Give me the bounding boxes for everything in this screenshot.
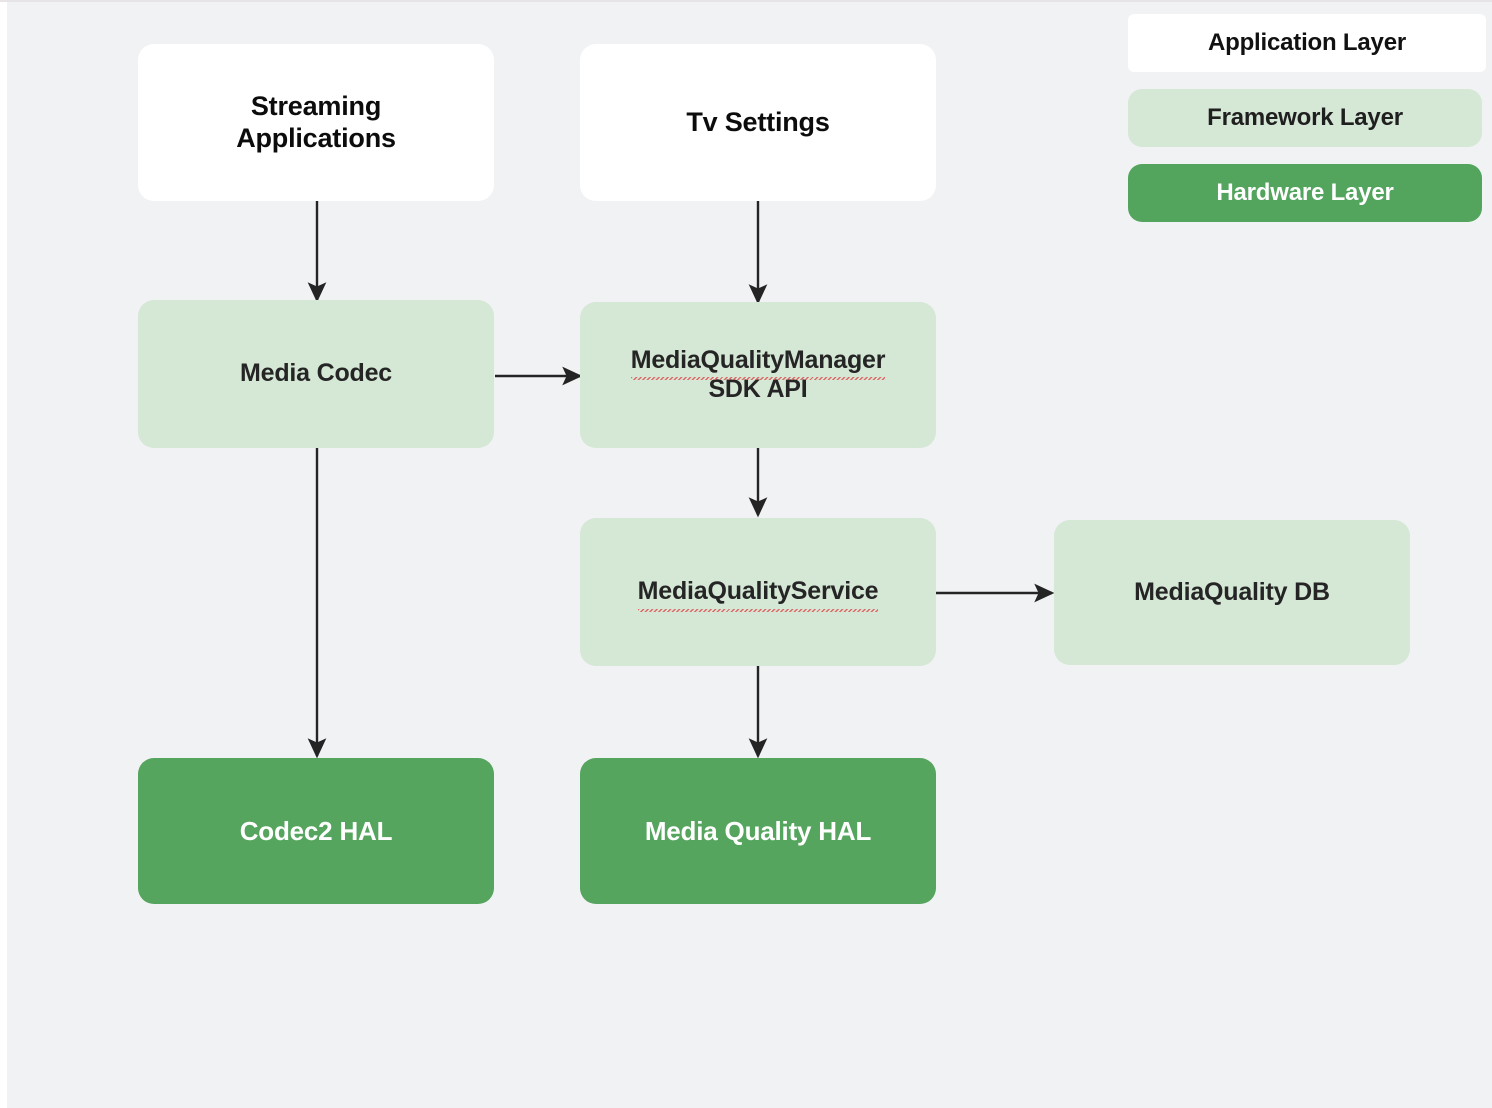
legend-item-label: Framework Layer bbox=[1207, 104, 1403, 131]
node-codec2-hal[interactable]: Codec2 HAL bbox=[138, 758, 494, 904]
node-mediaquality-db[interactable]: MediaQuality DB bbox=[1054, 520, 1410, 665]
node-label: Media Codec bbox=[240, 359, 392, 388]
legend-item-label: Hardware Layer bbox=[1216, 179, 1394, 206]
legend-item-framework-layer[interactable]: Framework Layer bbox=[1128, 89, 1482, 147]
node-media-quality-hal[interactable]: Media Quality HAL bbox=[580, 758, 936, 904]
node-mediaqualitymanager-sdk-api[interactable]: MediaQualityManager SDK API bbox=[580, 302, 936, 448]
legend-item-hardware-layer[interactable]: Hardware Layer bbox=[1128, 164, 1482, 222]
node-label: Tv Settings bbox=[686, 106, 830, 137]
legend-item-label: Application Layer bbox=[1208, 29, 1406, 56]
node-label: MediaQuality DB bbox=[1134, 577, 1330, 606]
node-media-codec[interactable]: Media Codec bbox=[138, 300, 494, 448]
spellcheck-underlined-word: MediaQualityService bbox=[637, 577, 879, 612]
top-edge-rule bbox=[0, 0, 1492, 2]
left-edge-gutter bbox=[0, 0, 7, 1108]
node-label: Media Quality HAL bbox=[644, 815, 872, 846]
node-mediaqualityservice[interactable]: MediaQualityService bbox=[580, 518, 936, 666]
legend: Application Layer Framework Layer Hardwa… bbox=[1128, 14, 1486, 222]
node-streaming-applications[interactable]: Streaming Applications bbox=[138, 44, 494, 201]
spellcheck-underlined-word: MediaQualityManager bbox=[630, 345, 886, 380]
node-tv-settings[interactable]: Tv Settings bbox=[580, 44, 936, 201]
node-label: MediaQualityManager SDK API bbox=[630, 345, 886, 403]
node-label: MediaQualityService bbox=[628, 577, 889, 612]
node-label: Codec2 HAL bbox=[239, 815, 393, 846]
legend-item-application-layer[interactable]: Application Layer bbox=[1128, 14, 1486, 72]
node-label: Streaming Applications bbox=[236, 90, 396, 153]
